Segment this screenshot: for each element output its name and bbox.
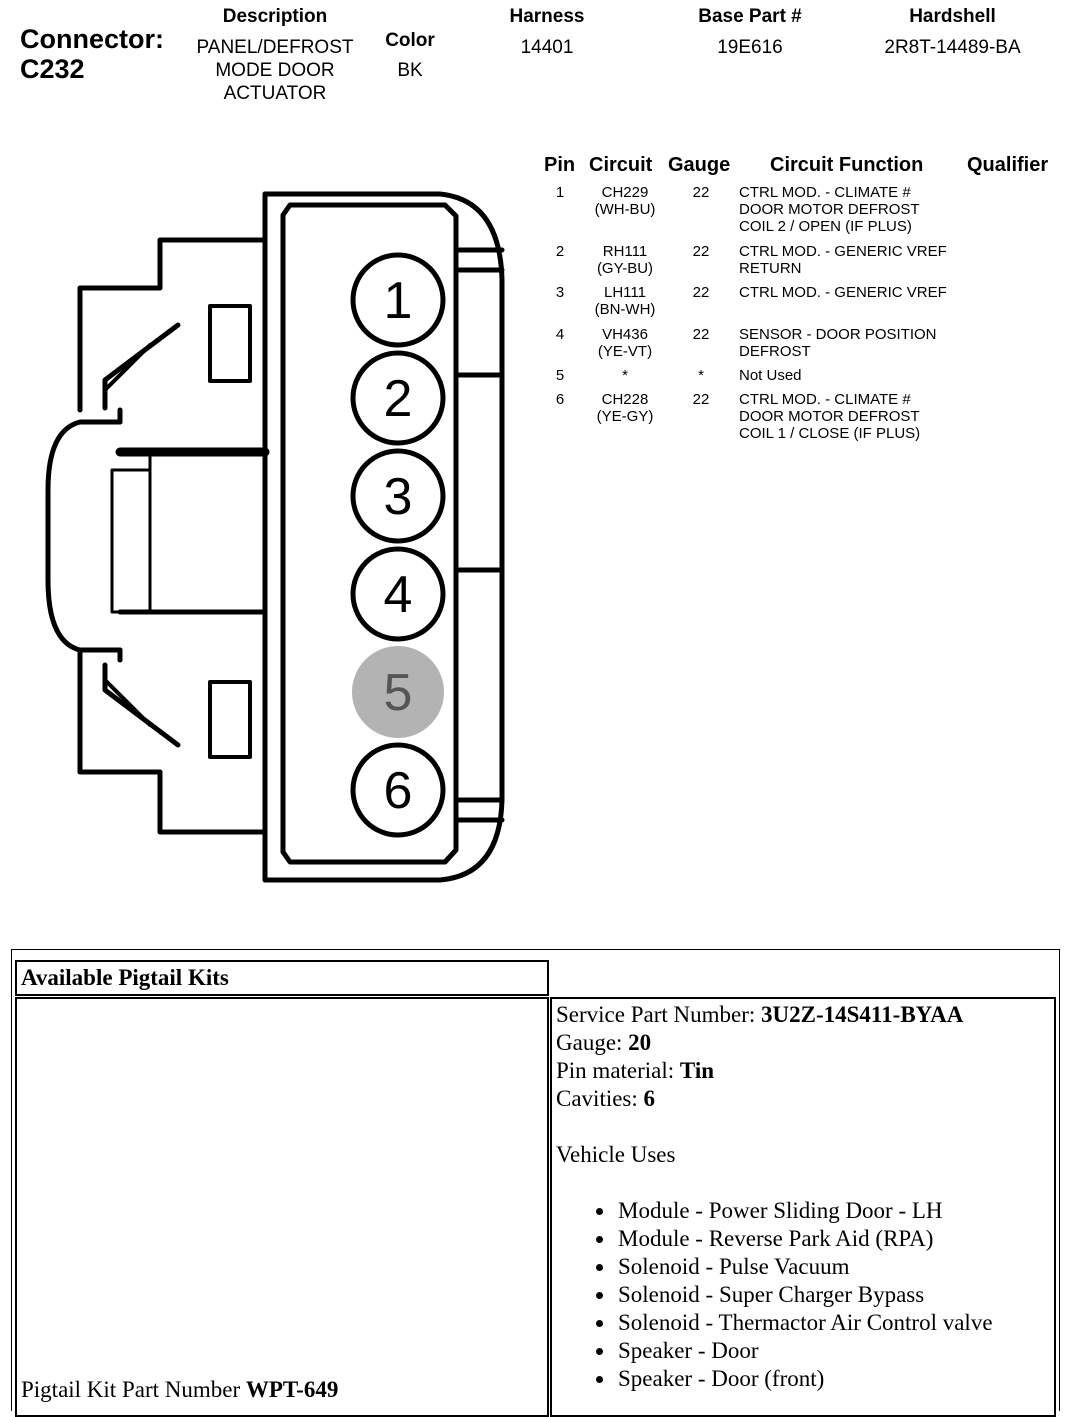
- pin-cell: 5: [555, 367, 565, 384]
- connector-id: C232: [20, 54, 85, 84]
- pin-number: 4: [384, 566, 413, 624]
- circuit-cell: LH111(BN-WH): [594, 284, 656, 318]
- connector-label: Connector:: [20, 24, 164, 54]
- circuit-cell: *: [622, 367, 628, 384]
- list-item: Solenoid - Thermactor Air Control valve: [616, 1309, 1051, 1337]
- pin-4-cavity: [350, 546, 446, 642]
- pigtail-kits-panel: Available Pigtail Kits Pigtail Kit Part …: [11, 949, 1060, 1417]
- description-line: PANEL/DEFROST: [196, 37, 354, 58]
- gauge-cell: 22: [692, 184, 710, 201]
- circuit-cell: CH228(YE-GY): [596, 391, 654, 425]
- pin-number-unused: 5: [384, 664, 413, 722]
- list-item: Speaker - Door (front): [616, 1365, 1051, 1393]
- gauge-cell: *: [698, 367, 704, 384]
- harness-label: Harness: [509, 6, 585, 27]
- vehicle-uses-list: Module - Power Sliding Door - LH Module …: [556, 1197, 1051, 1393]
- pin-cell: 3: [555, 284, 565, 301]
- pin-number: 2: [384, 370, 413, 428]
- housing-inner: [280, 202, 459, 865]
- description-value: PANEL/DEFROST MODE DOOR ACTUATOR: [175, 36, 375, 105]
- description-line: MODE DOOR: [215, 60, 335, 81]
- col-header-circuit-function: Circuit Function: [770, 154, 924, 176]
- pigtail-details-cell: Service Part Number: 3U2Z-14S411-BYAA Ga…: [550, 997, 1056, 1417]
- vehicle-uses-label: Vehicle Uses: [556, 1142, 676, 1167]
- pin-number: 1: [384, 272, 413, 330]
- service-part-number: Service Part Number: 3U2Z-14S411-BYAA: [556, 1002, 964, 1027]
- color-label: Color: [385, 30, 435, 51]
- description-label: Description: [222, 6, 328, 27]
- list-item: Module - Reverse Park Aid (RPA): [616, 1225, 1051, 1253]
- pin-cell: 6: [555, 391, 565, 408]
- pin-6-cavity: [350, 742, 446, 838]
- col-header-pin: Pin: [544, 154, 576, 176]
- color-value: BK: [397, 60, 423, 81]
- list-item: Module - Power Sliding Door - LH: [616, 1197, 1051, 1225]
- description-line: ACTUATOR: [223, 83, 327, 104]
- cavities: Cavities: 6: [556, 1086, 656, 1111]
- harness-value: 14401: [520, 37, 574, 58]
- circuit-cell: CH229(WH-BU): [594, 184, 656, 218]
- col-header-circuit: Circuit: [589, 154, 653, 176]
- pin-cell: 4: [555, 326, 565, 343]
- circuit-cell: VH436(YE-VT): [597, 326, 653, 360]
- pigtail-kit-part-number: Pigtail Kit Part Number WPT-649: [21, 1377, 339, 1402]
- pigtail-title-cell: Available Pigtail Kits: [15, 960, 549, 996]
- list-item: Solenoid - Super Charger Bypass: [616, 1281, 1051, 1309]
- pigtail-gauge: Gauge: 20: [556, 1030, 652, 1055]
- list-item: Solenoid - Pulse Vacuum: [616, 1253, 1051, 1281]
- pin-number: 6: [384, 762, 413, 820]
- gauge-cell: 22: [692, 243, 710, 260]
- col-header-gauge: Gauge: [668, 154, 731, 176]
- pin-3-cavity: [350, 448, 446, 544]
- list-item: Speaker - Door: [616, 1337, 1051, 1365]
- function-cell: Not Used: [739, 367, 802, 384]
- pin-number: 3: [384, 468, 413, 526]
- function-cell: CTRL MOD. - GENERIC VREF: [739, 284, 947, 301]
- pin-material: Pin material: Tin: [556, 1058, 715, 1083]
- pigtail-image-cell: Pigtail Kit Part Number WPT-649: [15, 997, 549, 1417]
- gauge-cell: 22: [692, 326, 710, 343]
- pin-cavities: [350, 252, 446, 838]
- base-part-label: Base Part #: [698, 6, 802, 27]
- pin-cell: 2: [555, 243, 565, 260]
- pin-1-cavity: [350, 252, 446, 348]
- base-part-value: 19E616: [717, 37, 783, 58]
- pigtail-title: Available Pigtail Kits: [21, 965, 229, 990]
- pin-5-cavity-unused: [352, 646, 444, 738]
- pin-cell: 1: [555, 184, 565, 201]
- circuit-cell: RH111(GY-BU): [596, 243, 654, 277]
- col-header-qualifier: Qualifier: [967, 154, 1049, 176]
- pin-2-cavity: [350, 350, 446, 446]
- hardshell-value: 2R8T-14489-BA: [884, 37, 1021, 58]
- gauge-cell: 22: [692, 284, 710, 301]
- connector-face-diagram: 1 2 3 4 5 6: [45, 191, 505, 883]
- gauge-cell: 22: [692, 391, 710, 408]
- hardshell-label: Hardshell: [909, 6, 996, 27]
